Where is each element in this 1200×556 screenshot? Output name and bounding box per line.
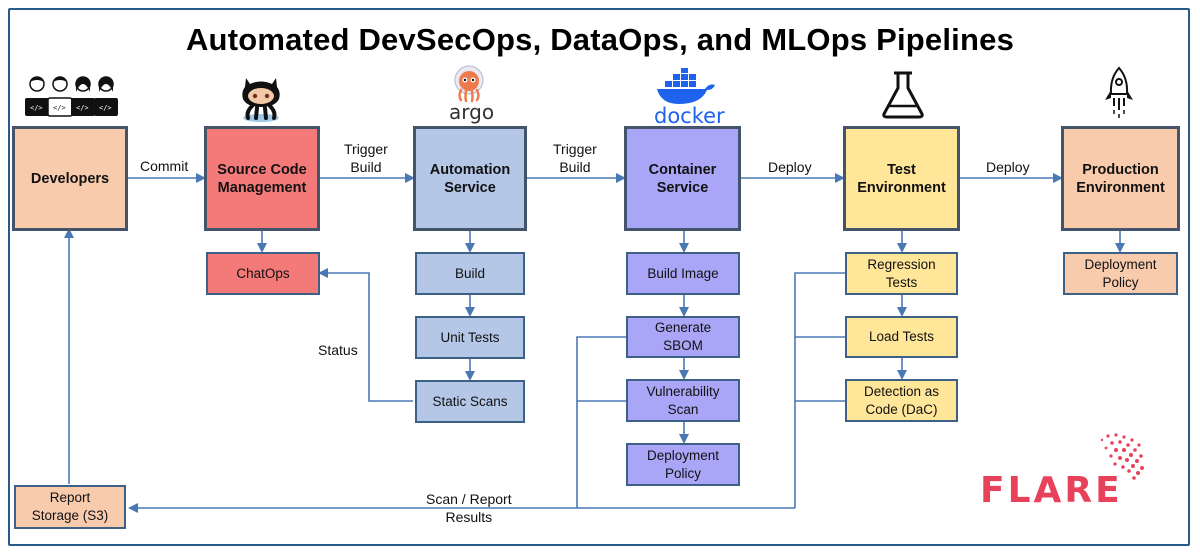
stage-container-service: Container Service [624,126,741,231]
svg-text:</>: </> [76,104,89,112]
svg-text:</>: </> [30,104,43,112]
step-regression-tests: Regression Tests [845,252,958,295]
step-detection-as-code: Detection as Code (DaC) [845,379,958,422]
flare-logo-text: FLARE [980,470,1123,511]
stage-developers: Developers [12,126,128,231]
svg-text:</>: </> [99,104,112,112]
stage-test-environment: Test Environment [843,126,960,231]
svg-text:</>: </> [53,104,66,112]
step-report-storage: Report Storage (S3) [14,485,126,529]
github-octocat-icon [242,78,280,122]
step-unit-tests: Unit Tests [415,316,525,359]
argo-logo-text: argo [449,100,495,124]
flare-dots-icon [1100,433,1144,480]
flask-icon [882,71,924,119]
step-generate-sbom: Generate SBOM [626,316,740,358]
step-production-deployment-policy: Deployment Policy [1063,252,1178,295]
stage-automation-service: Automation Service [413,126,527,231]
argo-octopus-icon [454,65,484,103]
stage-source-code-management: Source Code Management [204,126,320,231]
stage-production-environment: Production Environment [1061,126,1180,231]
rocket-icon [1105,66,1133,118]
developers-icon: </> </> </> </> [25,76,118,117]
docker-whale-icon [657,68,715,104]
step-chatops: ChatOps [206,252,320,295]
step-build-image: Build Image [626,252,740,295]
step-build: Build [415,252,525,295]
step-load-tests: Load Tests [845,316,958,358]
label-commit: Commit [140,158,189,174]
step-static-scans: Static Scans [415,380,525,423]
label-scan-report-results: Scan / Report Results [426,491,512,525]
label-trigger-build-1: Trigger Build [344,141,388,175]
label-deploy-2: Deploy [986,159,1030,175]
docker-logo-text: docker [654,104,725,128]
label-trigger-build-2: Trigger Build [553,141,597,175]
edge-status [318,268,413,402]
diagram-title: Automated DevSecOps, DataOps, and MLOps … [185,22,1015,57]
label-deploy-1: Deploy [768,159,812,175]
step-container-deployment-policy: Deployment Policy [626,443,740,486]
step-vulnerability-scan: Vulnerability Scan [626,379,740,422]
label-status: Status [318,342,358,358]
diagram-frame [8,8,1190,546]
